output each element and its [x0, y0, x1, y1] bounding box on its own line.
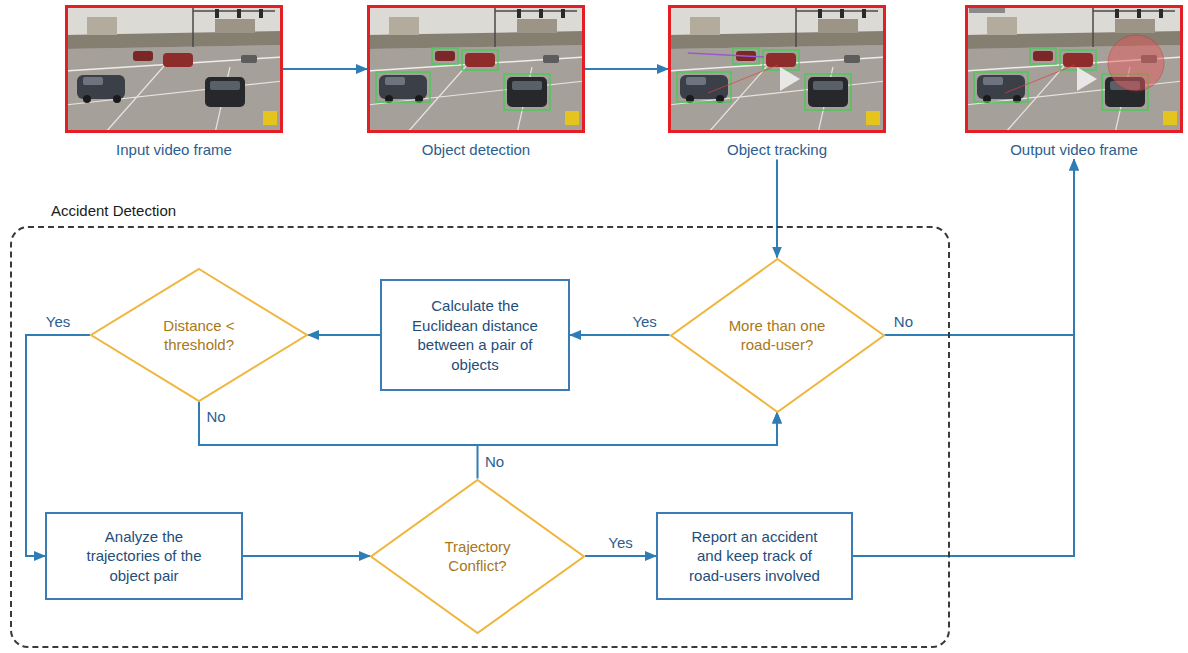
- decision-text: Distance < threshold?: [144, 316, 254, 355]
- flow-arrow: [585, 555, 656, 557]
- detection-overlay: [376, 48, 550, 110]
- flow-arrow: [283, 68, 367, 70]
- flow-arrow: [478, 413, 778, 479]
- process-text: Calculate the Euclidean distance between…: [405, 296, 545, 374]
- frame-caption: Output video frame: [965, 140, 1183, 160]
- decision-text: More than one road-user?: [715, 316, 840, 355]
- decision-diamond: Distance < threshold?: [90, 268, 308, 402]
- tracking-frame-picture: [668, 5, 886, 133]
- branch-label: No: [892, 313, 915, 331]
- decision-text: Trajectory Conflict?: [423, 537, 533, 576]
- video-frame-border: [668, 5, 886, 133]
- flow-arrow: [776, 160, 778, 258]
- flow-arrow: [199, 402, 777, 445]
- decision-diamond: Trajectory Conflict?: [370, 479, 585, 634]
- branch-label: Yes: [630, 313, 658, 331]
- detection-overlay: [677, 48, 851, 110]
- flow-arrow: [243, 555, 370, 557]
- diamond-shape: [91, 269, 307, 401]
- video-frame-panel: Object detection: [367, 5, 585, 160]
- flow-arrow: [585, 68, 668, 70]
- decision-diamond: More than one road-user?: [670, 258, 885, 413]
- video-frame-border: [65, 5, 283, 133]
- process-box: Report an accident and keep track of roa…: [656, 512, 853, 600]
- output-frame-picture: [965, 5, 1183, 133]
- video-frame-panel: Output video frame: [965, 5, 1183, 160]
- flow-arrow: [570, 334, 670, 336]
- diamond-shape: [371, 480, 584, 633]
- tracking-overlay: [688, 53, 800, 93]
- diamond-outline: [90, 268, 308, 402]
- detection-frame-picture: [367, 5, 585, 133]
- process-text: Analyze the trajectories of the object p…: [74, 527, 214, 586]
- video-frame-panel: Input video frame: [65, 5, 283, 160]
- process-text: Report an accident and keep track of roa…: [680, 527, 830, 586]
- process-box: Calculate the Euclidean distance between…: [380, 279, 570, 391]
- video-frame-border: [965, 5, 1183, 133]
- flow-arrow: [885, 160, 1075, 336]
- diamond-outline: [370, 479, 585, 634]
- frame-caption: Object tracking: [668, 140, 886, 160]
- video-frame-border: [367, 5, 585, 133]
- branch-label: No: [483, 453, 506, 471]
- diamond-outline: [670, 258, 885, 413]
- output-overlay: [969, 8, 1164, 93]
- flow-arrow: [308, 334, 380, 336]
- frame-caption: Input video frame: [65, 140, 283, 160]
- frame-caption: Object detection: [367, 140, 585, 160]
- branch-label: Yes: [606, 534, 634, 552]
- branch-label: No: [204, 408, 227, 426]
- diamond-shape: [671, 259, 884, 412]
- flow-arrow: [853, 160, 1074, 557]
- process-box: Analyze the trajectories of the object p…: [45, 512, 243, 600]
- branch-label: Yes: [44, 313, 72, 331]
- group-heading: Accident Detection: [48, 201, 179, 221]
- connectors: [26, 69, 1074, 556]
- input-frame-picture: [65, 5, 283, 133]
- accident-detection-region: Accident DetectionDistance < threshold?C…: [10, 226, 950, 648]
- video-frame-panel: Object tracking: [668, 5, 886, 160]
